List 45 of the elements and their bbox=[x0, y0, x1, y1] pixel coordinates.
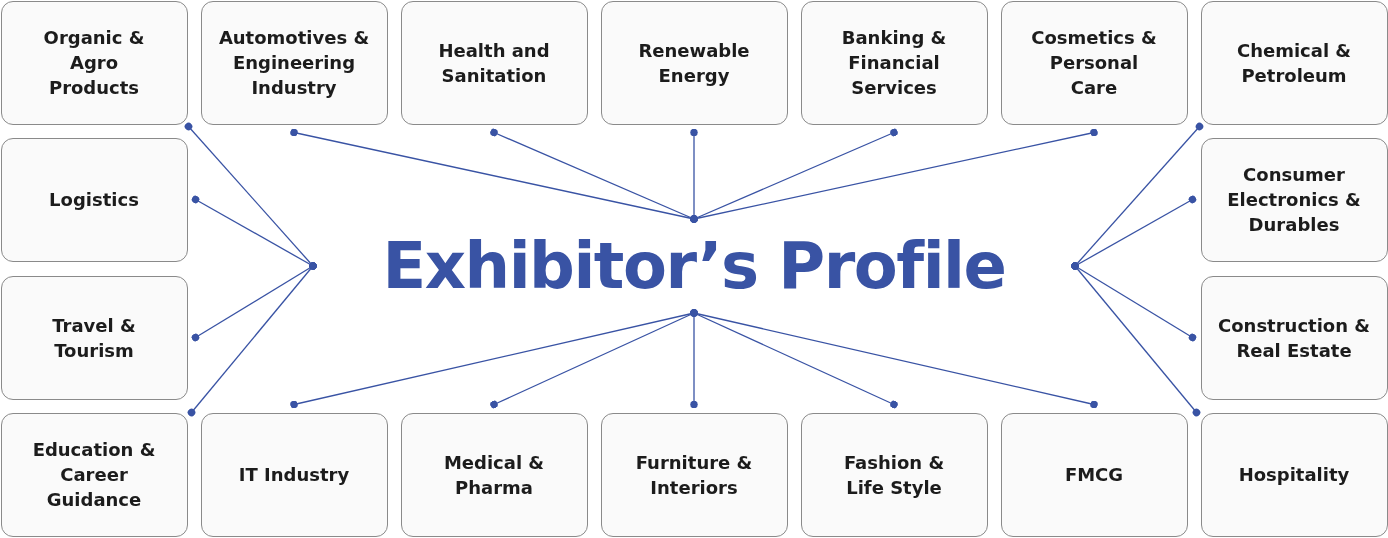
category-label: Education & Career Guidance bbox=[31, 438, 157, 512]
category-label: Cosmetics & Personal Care bbox=[1030, 26, 1158, 100]
category-label: Fashion & Life Style bbox=[842, 450, 946, 500]
category-label: FMCG bbox=[1064, 463, 1124, 487]
category-label: Banking & Financial Services bbox=[840, 26, 948, 100]
category-box bbox=[600, 0, 788, 125]
category-box bbox=[1200, 412, 1388, 537]
connector-line bbox=[1071, 262, 1197, 342]
category-label: Furniture & Interiors bbox=[634, 450, 754, 500]
connector-line bbox=[690, 128, 698, 223]
category-box bbox=[1000, 412, 1188, 537]
category-box bbox=[800, 412, 988, 537]
connector-line bbox=[690, 309, 698, 409]
category-box bbox=[400, 0, 588, 125]
category-box bbox=[0, 275, 188, 400]
category-label: Health and Sanitation bbox=[437, 38, 551, 88]
connector-line bbox=[1071, 262, 1201, 417]
category-box bbox=[1200, 137, 1388, 262]
connector-line bbox=[690, 128, 1098, 223]
category-label: Medical & Pharma bbox=[442, 450, 546, 500]
connector-line bbox=[191, 262, 317, 342]
category-box bbox=[0, 412, 188, 537]
category-box bbox=[200, 0, 388, 125]
category-box bbox=[1200, 275, 1388, 400]
category-box bbox=[0, 137, 188, 262]
category-label: Automotives & Engineering Industry bbox=[217, 26, 371, 100]
category-label: Hospitality bbox=[1238, 463, 1350, 487]
connector-line bbox=[187, 262, 317, 417]
category-label: Logistics bbox=[49, 188, 139, 212]
title-text: Exhibitor’s Profile bbox=[382, 229, 1006, 303]
category-label: Consumer Electronics & Durables bbox=[1226, 163, 1362, 237]
category-box bbox=[1000, 0, 1188, 125]
category-label: Chemical & Petroleum bbox=[1235, 38, 1353, 88]
category-box bbox=[800, 0, 988, 125]
category-box bbox=[400, 412, 588, 537]
category-box bbox=[600, 412, 788, 537]
category-label: Construction & Real Estate bbox=[1217, 313, 1371, 363]
category-box bbox=[1200, 0, 1388, 125]
category-box bbox=[0, 0, 188, 125]
category-label: Travel & Tourism bbox=[51, 313, 137, 363]
category-label: Organic & Agro Products bbox=[42, 26, 146, 100]
category-label: Renewable Energy bbox=[637, 38, 751, 88]
connector-line bbox=[690, 309, 1098, 409]
category-label: IT Industry bbox=[238, 463, 350, 487]
category-box bbox=[200, 412, 388, 537]
